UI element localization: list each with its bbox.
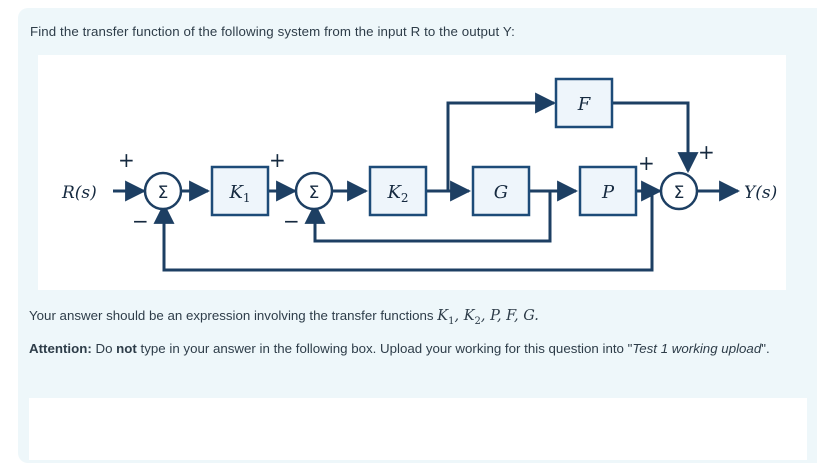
wire-outer-feedback <box>162 191 654 272</box>
attention-bold-not: not <box>116 341 137 356</box>
wire-inner-feedback <box>313 191 552 243</box>
diagram-blocks: K1 K2 G P F <box>210 77 638 217</box>
summing-junctions: Σ Σ Σ <box>143 171 699 211</box>
block-k2 <box>368 165 428 217</box>
sign-plus-sum2: + <box>269 148 286 172</box>
sign-plus-sum3-top: + <box>698 140 715 164</box>
output-label: Y(s) <box>744 183 777 203</box>
block-diagram-svg: K1 K2 G P F Σ Σ Σ + <box>61 77 777 272</box>
question-card: Find the transfer function of the follow… <box>18 8 817 463</box>
sign-minus-sum2: − <box>283 209 300 233</box>
summing-junction-1 <box>143 171 183 211</box>
question-prompt: Find the transfer function of the follow… <box>30 24 515 39</box>
block-diagram-panel: K1 K2 G P F Σ Σ Σ + <box>38 55 786 290</box>
sign-minus-sum1: − <box>132 209 149 233</box>
sign-plus-sum1: + <box>118 148 135 172</box>
diagram-wires <box>113 92 741 272</box>
attention-text-3: ". <box>761 341 770 356</box>
answer-hint-variables: K1, K2, P, F, G. <box>437 308 539 327</box>
diagram-signs: + − + − + + <box>118 140 715 233</box>
sign-plus-sum3-left: + <box>638 151 655 175</box>
attention-text-1: Do <box>91 341 117 356</box>
block-f <box>554 77 614 129</box>
summing-junction-2-symbol: Σ <box>309 183 320 203</box>
answer-input[interactable] <box>29 398 807 460</box>
summing-junction-3 <box>659 171 699 211</box>
block-g <box>471 165 531 217</box>
attention-italic-upload-name: Test 1 working upload <box>632 341 762 356</box>
block-p <box>578 165 638 217</box>
answer-hint-text: Your answer should be an expression invo… <box>29 308 438 323</box>
wire-f-to-sum3 <box>612 101 690 155</box>
attention-text-2: type in your answer in the following box… <box>136 341 633 356</box>
summing-junction-2 <box>294 171 334 211</box>
wire-branch-to-f <box>446 101 551 191</box>
attention-notice: Attention: Do not type in your answer in… <box>29 338 791 360</box>
answer-hint: Your answer should be an expression invo… <box>29 308 539 327</box>
summing-junction-3-symbol: Σ <box>674 183 685 203</box>
attention-label: Attention: <box>29 341 92 356</box>
block-k1 <box>210 165 270 217</box>
input-label: R(s) <box>61 183 97 203</box>
block-g-label: G <box>494 182 508 203</box>
summing-junction-1-symbol: Σ <box>158 183 169 203</box>
block-f-label: F <box>577 94 592 115</box>
block-p-label: P <box>601 182 615 203</box>
